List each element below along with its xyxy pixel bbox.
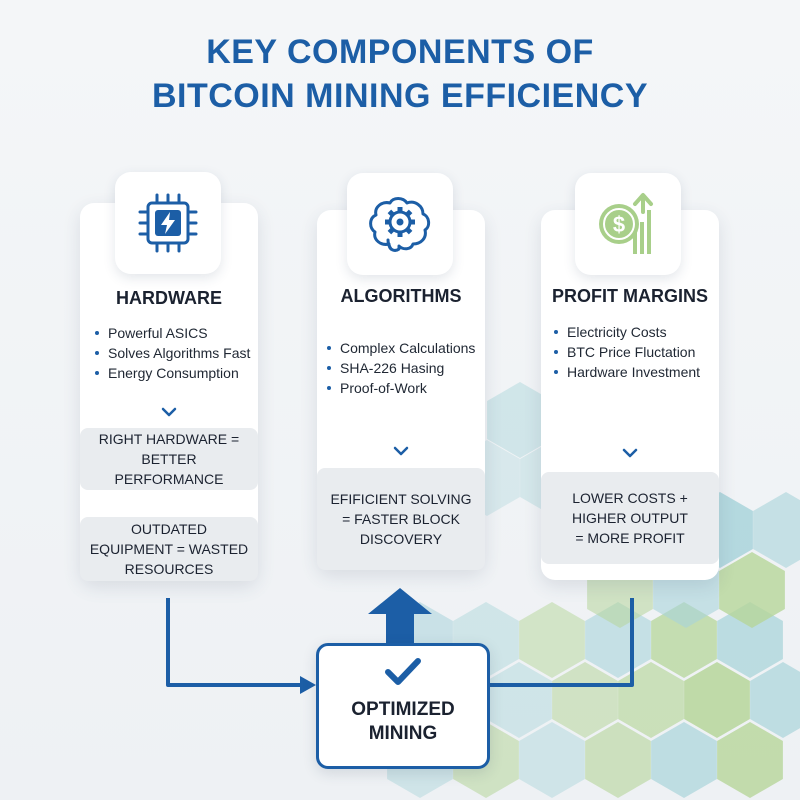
checkmark-icon [319, 656, 487, 693]
card-heading: HARDWARE [116, 288, 222, 308]
chevron-down-icon [80, 404, 258, 422]
list-item: Hardware Investment [553, 362, 700, 382]
bullet-list: Electricity Costs BTC Price Fluctation H… [553, 322, 700, 382]
background-hexagon [486, 662, 552, 738]
center-up-arrow [368, 588, 432, 643]
hardware-icon-box [115, 172, 221, 274]
list-item: Powerful ASICS [94, 323, 250, 343]
algorithms-icon-box [347, 173, 453, 275]
chevron-down-icon [317, 443, 485, 461]
list-item: Solves Algorithms Fast [94, 343, 250, 363]
cpu-chip-icon [138, 193, 198, 253]
background-hexagon [753, 492, 800, 568]
center-label-line-2: MINING [368, 723, 438, 744]
card-heading: PROFIT MARGINS [552, 286, 708, 306]
title-line-1: KEY COMPONENTS OF [206, 33, 594, 71]
background-hexagon [651, 722, 717, 798]
background-hexagon [585, 602, 651, 678]
list-item: BTC Price Fluctation [553, 342, 700, 362]
background-hexagon [519, 722, 585, 798]
list-item: Electricity Costs [553, 322, 700, 342]
background-hexagon [717, 722, 783, 798]
profit-icon-box: $ [575, 173, 681, 275]
list-item: Proof-of-Work [326, 378, 475, 398]
center-label: OPTIMIZED MINING [319, 698, 487, 746]
background-hexagon [684, 662, 750, 738]
title-line-2: BITCOIN MINING EFFICIENCY [151, 77, 649, 115]
background-hexagon [719, 552, 785, 628]
chevron-down-icon [541, 445, 719, 463]
card-algorithms: ALGORITHMS Complex Calculations SHA-226 … [317, 210, 485, 570]
optimized-mining-box: OPTIMIZED MINING [316, 643, 490, 769]
dollar-growth-icon: $ [599, 193, 653, 254]
list-item: SHA-226 Hasing [326, 358, 475, 378]
background-hexagon [651, 602, 717, 678]
note-more-profit: LOWER COSTS + HIGHER OUTPUT = MORE PROFI… [541, 472, 719, 564]
center-label-line-1: OPTIMIZED [351, 699, 455, 720]
note-outdated-equipment: OUTDATED EQUIPMENT = WASTED RESOURCES [80, 517, 258, 581]
connector-profit-to-center [487, 598, 634, 687]
bullet-list: Powerful ASICS Solves Algorithms Fast En… [94, 323, 250, 383]
bullet-list: Complex Calculations SHA-226 Hasing Proo… [326, 338, 475, 398]
connector-hardware-to-center [166, 598, 305, 687]
list-item: Complex Calculations [326, 338, 475, 358]
background-hexagon [519, 602, 585, 678]
connector-arrowhead [300, 676, 316, 694]
background-hexagon [487, 382, 553, 458]
list-item: Energy Consumption [94, 363, 250, 383]
note-hardware-performance: RIGHT HARDWARE = BETTER PERFORMANCE [80, 428, 258, 490]
svg-text:$: $ [613, 212, 625, 237]
background-hexagon [552, 662, 618, 738]
note-efficient-solving: EFIFICIENT SOLVING = FASTER BLOCK DISCOV… [317, 468, 485, 570]
background-hexagon [585, 722, 651, 798]
page-title: KEY COMPONENTS OF BITCOIN MINING EFFICIE… [0, 30, 800, 118]
background-hexagon [750, 662, 800, 738]
brain-gear-icon [369, 197, 431, 252]
card-heading: ALGORITHMS [340, 286, 462, 306]
background-hexagon [717, 602, 783, 678]
background-hexagon [618, 662, 684, 738]
